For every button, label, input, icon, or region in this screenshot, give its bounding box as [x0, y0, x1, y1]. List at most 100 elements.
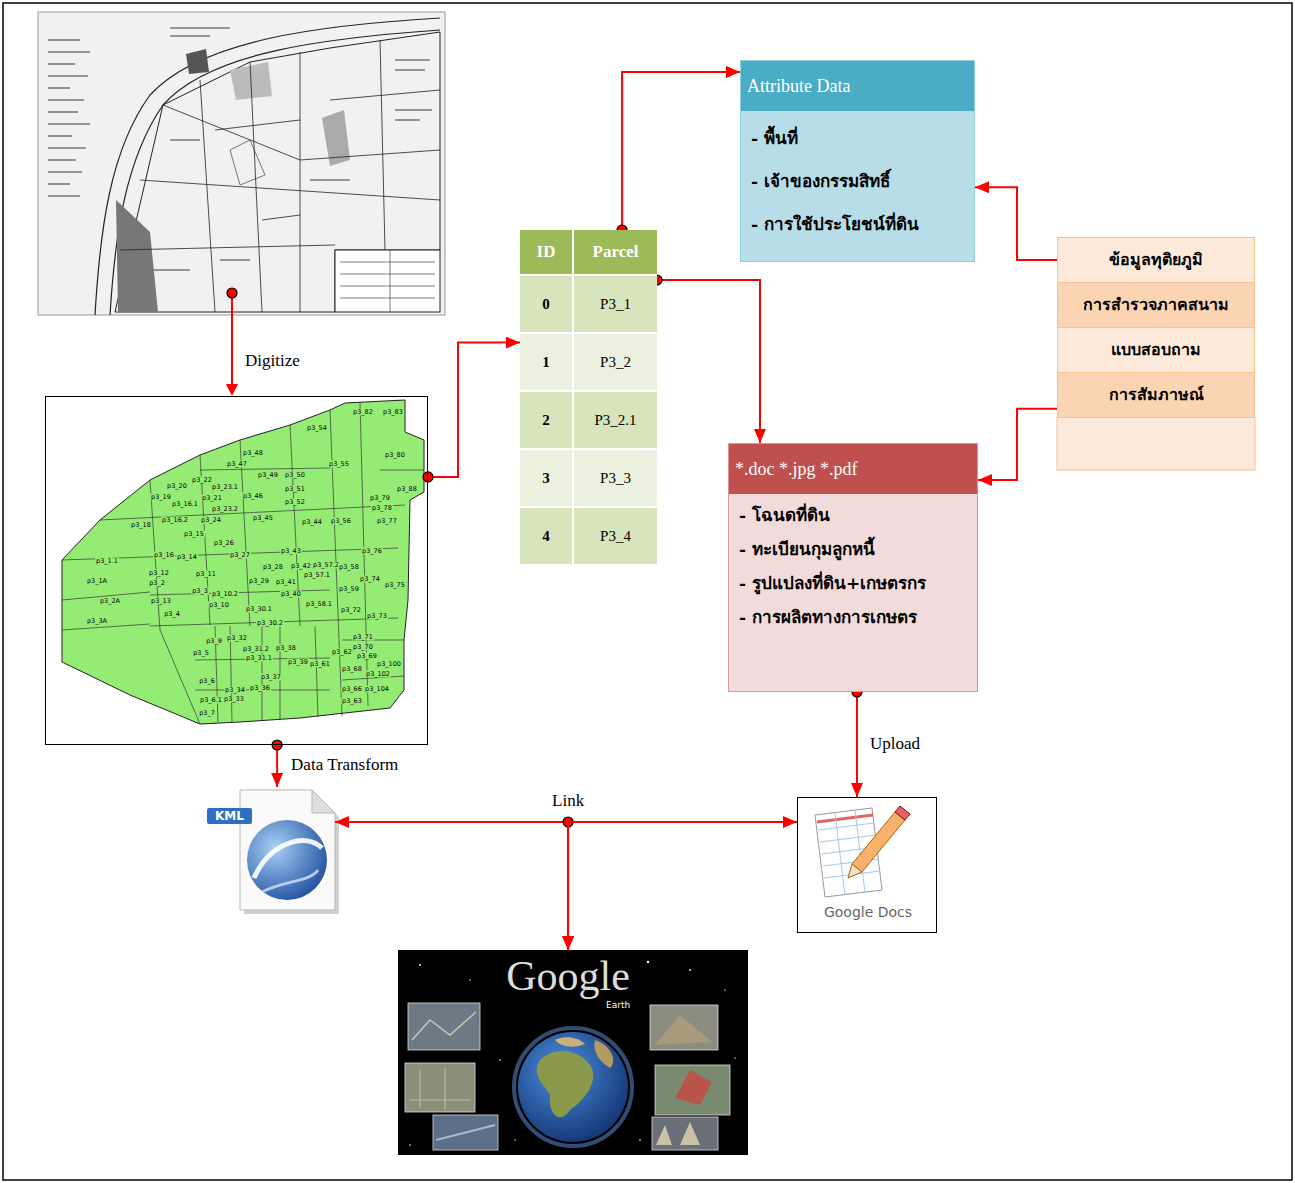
card-item: - ทะเบียนกุมลูกหนี้ — [729, 532, 977, 566]
digitize-arrow — [227, 288, 237, 298]
connector-group — [272, 740, 282, 787]
parcel-label: p3_26 — [213, 540, 235, 547]
google-docs-icon-art — [895, 806, 910, 820]
band-text: ข้อมูลทุติยภูมิ — [1109, 249, 1203, 271]
parcel-label: p3_66 — [341, 686, 363, 693]
google-earth-art — [594, 1040, 613, 1068]
kml-file-icon — [312, 790, 335, 813]
parcel-label: p3_16 — [153, 552, 175, 559]
card-item: - เจ้าของกรรมสิทธิ์ — [741, 160, 974, 203]
parcel-label: p3_51 — [284, 486, 306, 493]
parcel-label: p3_3A — [86, 618, 108, 625]
google-earth-art — [675, 1070, 712, 1105]
google-earth-art — [652, 1117, 718, 1150]
parcel-label: p3_30.1 — [245, 606, 273, 613]
google-earth-art — [656, 1122, 700, 1145]
google-earth-art — [398, 950, 748, 1155]
google-earth-art — [537, 1051, 594, 1117]
google-earth-art — [655, 1015, 712, 1045]
parcel-label: p3_19 — [150, 494, 172, 501]
parcel-label: p3_30.2 — [256, 620, 284, 627]
parcel-label: p3_5 — [192, 650, 210, 657]
parcel-label: p3_62 — [331, 649, 353, 656]
table-cell: P3_4 — [574, 508, 657, 564]
edge-label: Upload — [868, 733, 922, 755]
kml-file-icon — [262, 870, 318, 892]
connector-group — [975, 187, 1057, 260]
parcel-label: p3_23.1 — [211, 484, 239, 491]
parcel-label: p3_72 — [340, 607, 362, 614]
parcel-label: p3_13 — [150, 598, 172, 605]
edge-label: Data Transform — [289, 754, 400, 776]
parcel-label: p3_2 — [148, 580, 166, 587]
scanned-map — [186, 49, 209, 74]
google-earth-art — [555, 1037, 585, 1046]
google-earth-art — [409, 1144, 411, 1146]
document-box: *.doc *.jpg *.pdf- โฉนดที่ดิน- ทะเบียนกุ… — [728, 443, 978, 692]
google-docs-icon-art — [835, 810, 865, 895]
parcel-label: p3_40 — [280, 591, 302, 598]
parcel-label: p3_23.2 — [211, 506, 239, 513]
parcel-label: p3_2A — [99, 598, 121, 605]
arrow-connector — [622, 72, 740, 230]
edge-label: Link — [550, 790, 586, 812]
arrow-connector — [856, 692, 858, 797]
arrow-connector — [568, 822, 797, 950]
connector-dot — [423, 472, 433, 482]
parcel-label: p3_1.1 — [95, 558, 119, 565]
google-earth-art — [518, 1032, 628, 1142]
digitize-arrow — [231, 293, 233, 386]
scanned-map — [230, 140, 265, 185]
google-docs-icon-art — [817, 815, 873, 822]
table-cell: P3_2 — [574, 334, 657, 390]
google-earth-art — [734, 1057, 735, 1058]
parcel-label: p3_43 — [280, 548, 302, 555]
attribute-box: Attribute Data- พื้นที่- เจ้าของกรรมสิทธ… — [740, 60, 975, 262]
parcel-label: p3_70 — [352, 644, 374, 651]
card-item: - การผลิตทางการเกษตร — [729, 600, 977, 634]
card-item: - รูปแปลงที่ดิน+เกษตรกร — [729, 566, 977, 600]
scanned-map — [116, 200, 158, 312]
connector-group — [423, 343, 520, 482]
parcel-label: p3_41 — [275, 579, 297, 586]
parcel-label: p3_7 — [198, 710, 216, 717]
google-earth-art — [419, 964, 421, 966]
connector-group — [617, 72, 740, 235]
google-earth-art — [499, 1059, 501, 1061]
google-earth-art — [398, 950, 748, 1155]
connector-dot — [272, 740, 282, 750]
card-item: - พื้นที่ — [741, 117, 974, 160]
parcel-label: p3_16.2 — [161, 517, 189, 524]
parcel-label: p3_47 — [226, 461, 248, 468]
arrow-connector — [975, 187, 1057, 260]
step-label: Digitize — [243, 350, 302, 372]
arrow-connector — [657, 280, 760, 443]
google-docs-icon: Google Docs — [797, 797, 937, 933]
google-earth-art — [469, 979, 470, 980]
icon-text: Google Docs — [824, 904, 912, 920]
parcel-label: p3_44 — [301, 519, 323, 526]
parcel-label: p3_83 — [382, 409, 404, 416]
parcel-label: p3_16.1 — [171, 501, 199, 508]
parcel-label: p3_32 — [226, 635, 248, 642]
arrow-connector — [276, 745, 278, 787]
parcel-label: p3_27 — [229, 552, 251, 559]
band-text: แบบสอบถาม — [1111, 339, 1201, 361]
kml-icon: KML — [205, 787, 335, 912]
parcel-label: p3_38 — [275, 645, 297, 652]
google-docs-icon-art — [848, 864, 862, 878]
table-header-cell: ID — [520, 230, 572, 274]
table-cell: 2 — [520, 392, 572, 448]
parcel-label: p3_104 — [364, 686, 390, 693]
parcel-label: p3_58 — [338, 564, 360, 571]
card-item: - โฉนดที่ดิน — [729, 498, 977, 532]
scanned-map — [95, 18, 440, 315]
parcel-label: p3_4 — [163, 611, 181, 618]
table-cell: 1 — [520, 334, 572, 390]
parcel-label: p3_88 — [396, 486, 418, 493]
parcel-label: p3_57.2 — [312, 562, 340, 569]
parcel-label: p3_63 — [341, 698, 363, 705]
card-item: - การใช้ประโยชน์ที่ดิน — [741, 203, 974, 246]
icon-text: Earth — [606, 1000, 630, 1010]
